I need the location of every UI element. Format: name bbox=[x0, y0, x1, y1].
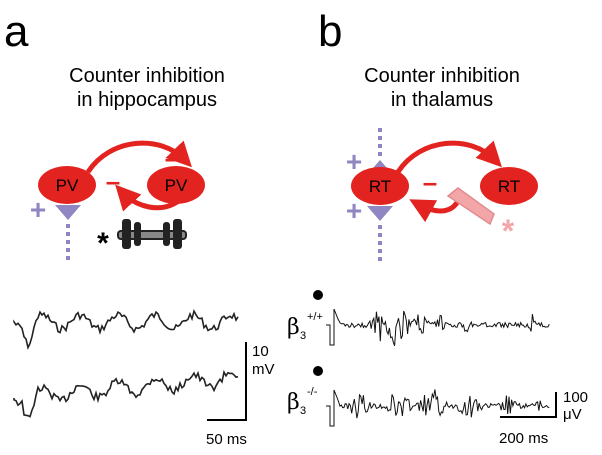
panel-b-circuit-diagram: + RT RT – – + * bbox=[346, 128, 538, 262]
panel-b-scale-x: 200 ms bbox=[499, 430, 548, 447]
panel-b-stimulus-marker-top bbox=[313, 290, 323, 300]
panel-a-letter: a bbox=[4, 7, 29, 56]
panel-a-scale-y-value: 10 bbox=[252, 343, 269, 360]
panel-b-scale-y-value: 100 bbox=[563, 389, 588, 406]
panel-a-traces bbox=[13, 308, 239, 418]
panel-b-minus-top: – bbox=[485, 143, 499, 173]
panel-b-scale-bar: 100 μV 200 ms bbox=[499, 389, 588, 447]
panel-a-synapse-triangle bbox=[55, 205, 81, 220]
panel-b-wt-sub: 3 bbox=[300, 330, 306, 342]
panel-a-plus: + bbox=[30, 194, 46, 225]
panel-b-traces bbox=[326, 308, 550, 427]
panel-a-scale-y-unit: mV bbox=[252, 361, 275, 378]
panel-b-minus-mid: – bbox=[423, 167, 437, 197]
panel-b-upper-arrow bbox=[395, 140, 502, 174]
panel-a-minus-mid: – bbox=[106, 166, 120, 196]
panel-b-plus-top: + bbox=[346, 146, 362, 177]
pv-cell-right bbox=[147, 166, 205, 204]
rt-cell-left-label: RT bbox=[369, 177, 391, 196]
panel-b-title-line1: Counter inhibition bbox=[364, 65, 520, 87]
dumbbell-icon bbox=[117, 219, 187, 249]
panel-a-minus-top: – bbox=[165, 143, 179, 173]
panel-b-bottom-synapse bbox=[367, 206, 393, 221]
panel-a-scale-bar: 10 mV 50 ms bbox=[206, 342, 275, 448]
panel-a-asterisk: * bbox=[97, 227, 109, 260]
panel-b-trace-ko bbox=[326, 389, 550, 427]
panel-b-title-line2: in thalamus bbox=[391, 89, 493, 111]
panel-b-trace-wt bbox=[326, 308, 550, 346]
rt-cell-left bbox=[351, 167, 409, 205]
rt-cell-right-label: RT bbox=[498, 177, 520, 196]
pv-cell-left-label: PV bbox=[56, 176, 79, 195]
panel-b-trace-label-wt: β 3 +/+ bbox=[287, 311, 323, 342]
panel-b-asterisk: * bbox=[502, 213, 515, 249]
panel-a-trace-top bbox=[13, 308, 239, 350]
panel-b-wt-sup: +/+ bbox=[307, 311, 323, 323]
panel-a-title-line1: Counter inhibition bbox=[69, 65, 225, 87]
panel-b-ko-sub: 3 bbox=[300, 405, 306, 417]
pv-cell-right-label: PV bbox=[165, 176, 188, 195]
panel-a-title-line2: in hippocampus bbox=[77, 89, 217, 111]
panel-a-scale-x: 50 ms bbox=[206, 431, 247, 448]
panel-a-upper-arrow bbox=[85, 140, 192, 174]
panel-b-stimulus-marker-bottom bbox=[313, 366, 323, 376]
drug-pipette-icon bbox=[446, 187, 495, 226]
panel-b-ko-symbol: β bbox=[287, 390, 300, 415]
panel-b: b Counter inhibition in thalamus + RT RT… bbox=[287, 7, 588, 447]
panel-a-trace-bottom bbox=[13, 369, 239, 418]
panel-a: a Counter inhibition in hippocampus PV P… bbox=[4, 7, 275, 448]
panel-b-ko-sup: -/- bbox=[307, 386, 318, 398]
rt-cell-right bbox=[480, 167, 538, 205]
pv-cell-left bbox=[38, 166, 96, 204]
panel-b-letter: b bbox=[318, 7, 342, 56]
panel-a-circuit-diagram: PV PV – – + * bbox=[30, 140, 205, 262]
panel-b-scale-y-unit: μV bbox=[563, 406, 582, 423]
panel-b-trace-label-ko: β 3 -/- bbox=[287, 386, 318, 417]
panel-b-wt-symbol: β bbox=[287, 315, 300, 340]
panel-b-plus-bottom: + bbox=[346, 195, 362, 226]
